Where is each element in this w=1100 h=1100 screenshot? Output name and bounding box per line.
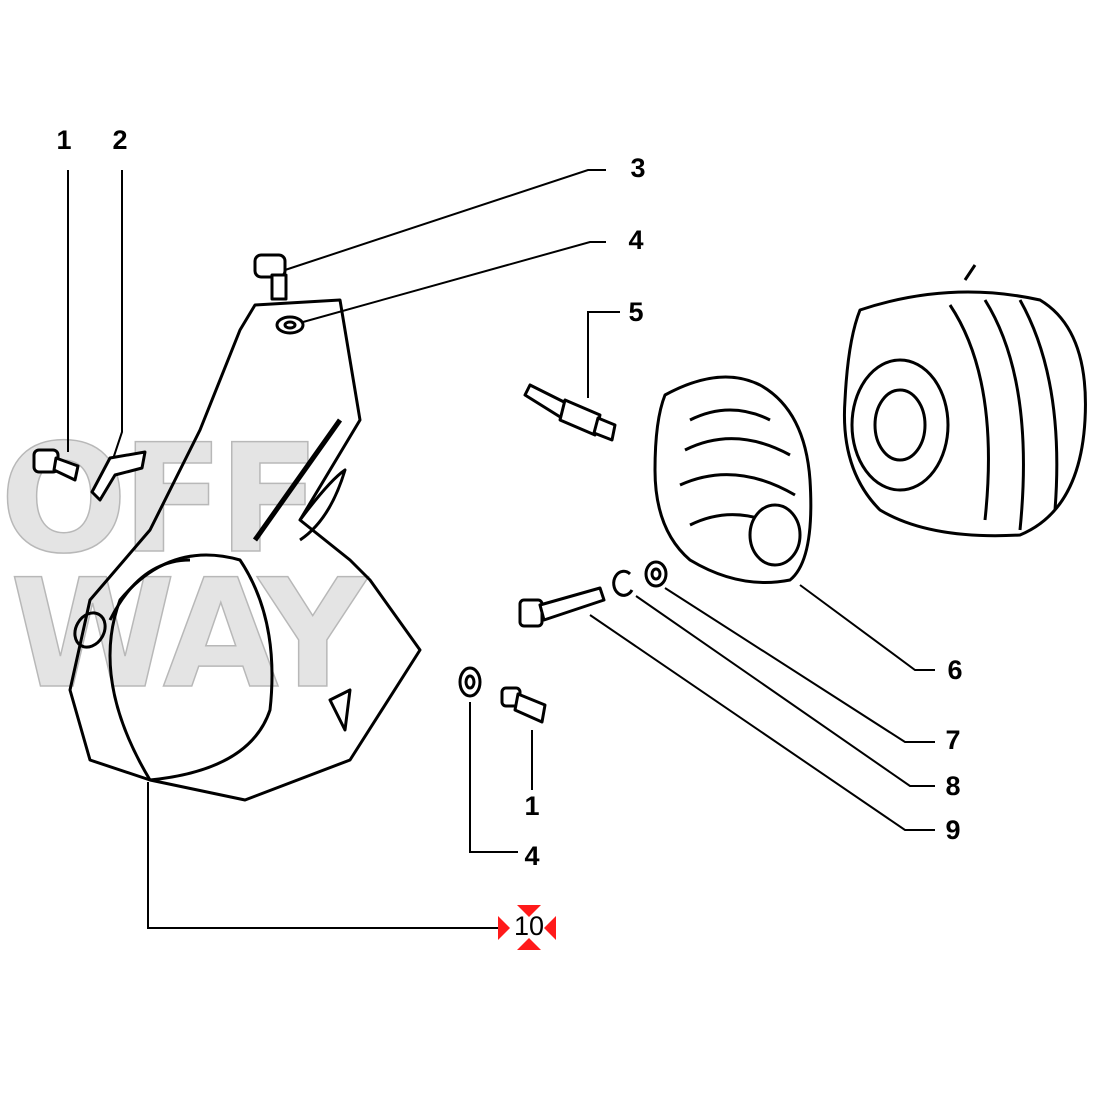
clip-part-2: [90, 450, 147, 502]
callout-number: 7: [945, 725, 961, 755]
callout-number: 4: [628, 225, 644, 255]
callout-6[interactable]: 6: [940, 656, 970, 684]
leader-2: [111, 170, 123, 463]
callout-number: 4: [524, 841, 540, 871]
leader-8: [635, 595, 935, 787]
cylinder-part: [842, 264, 1087, 538]
cylinder-head-part-6: [653, 375, 813, 584]
callout-number: 3: [630, 153, 646, 183]
callout-2[interactable]: 2: [105, 126, 135, 154]
watermark-line2: WAY: [9, 548, 368, 722]
leader-9: [589, 614, 935, 831]
callout-number: 9: [945, 815, 961, 845]
leader-4-bottom: [469, 702, 518, 853]
callout-4-bottom[interactable]: 4: [517, 842, 547, 870]
callout-number: 8: [945, 771, 961, 801]
spring-washer-part-8: [612, 569, 634, 597]
leader-10: [147, 782, 500, 929]
bolt-part-9: [518, 586, 606, 628]
callout-4-top[interactable]: 4: [621, 226, 651, 254]
screw-part-3: [253, 253, 288, 301]
leader-lines: [67, 169, 935, 929]
callout-number: 10: [513, 911, 545, 941]
callout-number: 5: [628, 297, 644, 327]
washer-part-4: [275, 315, 305, 335]
screw-part-1: [32, 448, 80, 482]
leader-4-top: [302, 241, 606, 323]
callout-number: 2: [112, 125, 128, 155]
callout-5[interactable]: 5: [621, 298, 651, 326]
callout-8[interactable]: 8: [938, 772, 968, 800]
callout-7[interactable]: 7: [938, 726, 968, 754]
callout-3[interactable]: 3: [623, 154, 653, 182]
washer-part-4-bottom: [458, 666, 482, 698]
screw-part-1-bottom: [500, 686, 547, 724]
leader-6: [799, 584, 935, 671]
callout-number: 1: [56, 125, 72, 155]
cowling-part-10: [68, 298, 422, 802]
leader-3: [284, 169, 606, 271]
callout-1-top[interactable]: 1: [49, 126, 79, 154]
leader-7: [664, 587, 935, 743]
callout-10[interactable]: 10: [507, 912, 551, 940]
callout-number: 6: [947, 655, 963, 685]
selection-marker-icon: [498, 905, 556, 950]
callout-1-bottom[interactable]: 1: [517, 792, 547, 820]
callout-number: 1: [524, 791, 540, 821]
callout-9[interactable]: 9: [938, 816, 968, 844]
washer-part-7: [644, 560, 668, 588]
leader-5: [587, 311, 620, 398]
spark-plug-part-5: [523, 383, 617, 442]
